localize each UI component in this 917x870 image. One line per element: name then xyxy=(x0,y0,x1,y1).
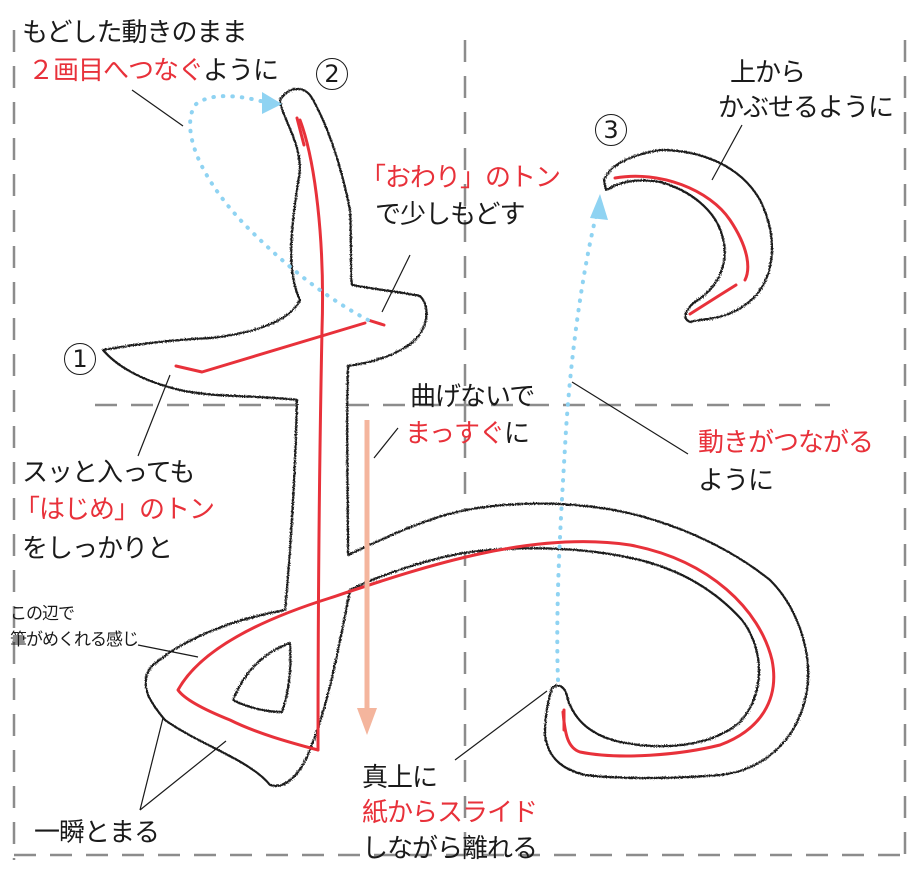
note-bottom-center-line2: 紙からスライド xyxy=(362,798,538,828)
brush-outlines xyxy=(101,87,810,788)
stroke-3-tail xyxy=(688,283,738,316)
start-tick xyxy=(295,116,306,147)
leader-bottom-left-b xyxy=(139,740,227,811)
stroke-number-1: 1 xyxy=(64,343,96,375)
note-center-line2: まっすぐに xyxy=(405,419,530,449)
motion-arrowhead-2 xyxy=(590,194,608,220)
stroke-2-lower xyxy=(176,540,776,758)
leader-right xyxy=(571,381,689,455)
note-middle-line2: で少しもどす xyxy=(375,200,525,230)
leader-top-right xyxy=(711,124,743,181)
end-tick xyxy=(366,318,386,327)
note-bottom-center-line1: 真上に xyxy=(362,763,438,793)
down-arrow xyxy=(357,420,377,735)
leader-lines xyxy=(131,89,743,811)
note-top-right-line2: かぶせるように xyxy=(718,93,894,123)
grid-guides xyxy=(12,30,907,860)
stroke-number-2: 2 xyxy=(316,58,348,90)
motion-arrowhead-1 xyxy=(262,92,282,114)
note-left-line2: 「はじめ」のトン xyxy=(14,495,215,525)
motion-paths xyxy=(188,94,599,682)
stroke-1-outline xyxy=(101,87,810,788)
motion-path-1-to-2 xyxy=(188,94,370,322)
leader-top-left xyxy=(131,89,184,127)
note-small-left-line2: 筆がめくれる感じ xyxy=(10,630,139,650)
note-center-line2-red: まっすぐ xyxy=(405,419,505,449)
leader-middle xyxy=(381,254,411,313)
note-top-left-line2: ２画目へつなぐように xyxy=(28,56,279,86)
stroke-3-outline xyxy=(602,148,774,324)
note-center-line2-black: に xyxy=(503,419,530,449)
stroke-3-centerline xyxy=(613,174,750,282)
note-bottom-left-line1: 一瞬とまる xyxy=(34,818,160,848)
note-bottom-center-line3: しながら離れる xyxy=(362,834,538,864)
stroke-1-centerline xyxy=(174,321,367,374)
note-top-left-line2-black: ように xyxy=(203,56,279,86)
note-small-left-line1: この辺で xyxy=(10,604,75,624)
note-right-line2: ように xyxy=(698,466,774,496)
note-middle-line1: 「おわり」のトン xyxy=(360,163,561,193)
loop-hole xyxy=(231,641,292,714)
motion-path-2-to-3 xyxy=(555,210,599,682)
stroke-number-3: 3 xyxy=(595,114,627,146)
note-center-line1: 曲げないで xyxy=(410,382,535,412)
note-top-left-line2-red: ２画目へつなぐ xyxy=(28,56,204,86)
motion-arrowheads xyxy=(262,92,608,220)
leader-bottom-center xyxy=(454,690,548,761)
red-guide-lines xyxy=(174,116,776,758)
note-top-left-line1: もどした動きのまま xyxy=(22,18,247,48)
leader-center xyxy=(373,427,399,459)
stroke-2-centerline xyxy=(298,118,325,752)
leader-bottom-left-a xyxy=(139,717,164,811)
leader-small-left xyxy=(137,644,199,658)
down-arrow-head xyxy=(357,708,377,735)
leader-left xyxy=(137,374,171,457)
note-left-line3: をしっかりと xyxy=(22,534,173,564)
note-left-line1: スッと入っても xyxy=(22,458,195,488)
note-top-right-line1: 上から xyxy=(730,58,806,88)
note-right-line1: 動きがつながる xyxy=(698,428,874,458)
